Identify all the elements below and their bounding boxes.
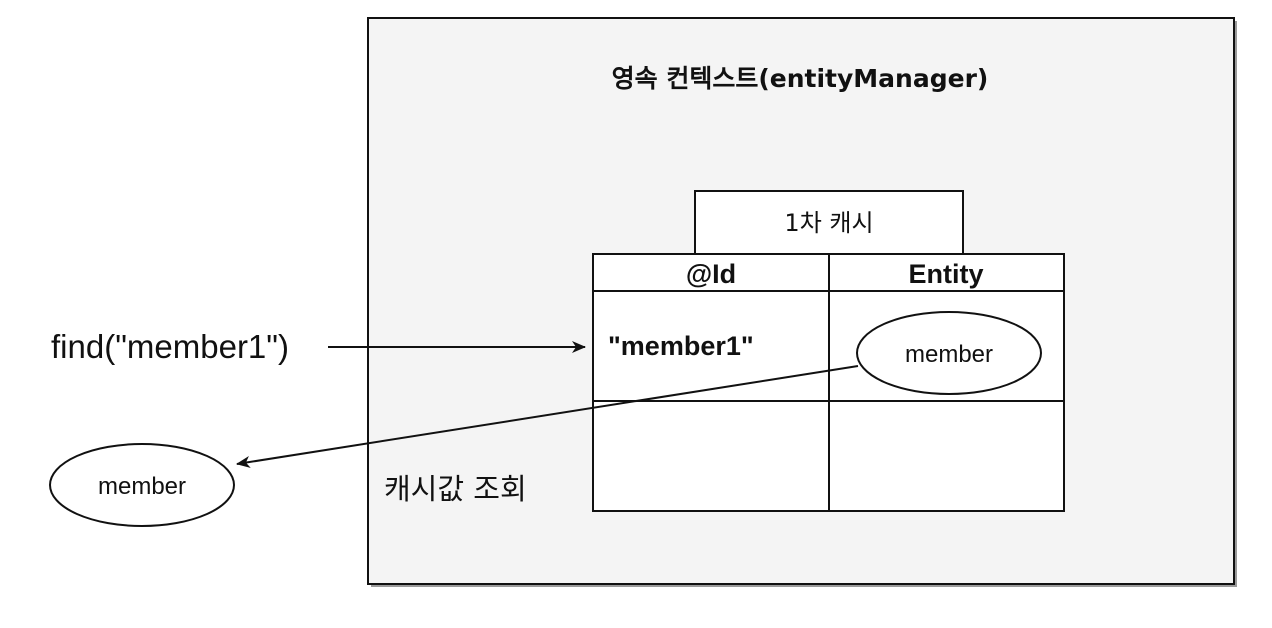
table-cell-id: "member1" bbox=[608, 331, 754, 361]
return-arrow bbox=[236, 365, 859, 468]
cache-lookup-caption: 캐시값 조회 bbox=[384, 472, 527, 506]
table-header-id: @Id bbox=[686, 259, 736, 289]
cache-label: 1차 캐시 bbox=[784, 209, 873, 237]
returned-entity-label: member bbox=[98, 473, 186, 500]
table-row: "member1" member bbox=[608, 311, 1042, 395]
cached-entity-ellipse bbox=[856, 311, 1042, 395]
persistence-context-title: 영속 컨텍스트(entityManager) bbox=[612, 64, 989, 93]
cache-label-tab bbox=[694, 190, 964, 256]
cache-table: @Id Entity "member1" member bbox=[592, 253, 1065, 512]
find-call-label: find("member1") bbox=[51, 328, 289, 365]
table-cell-entity: member bbox=[905, 341, 993, 368]
first-level-cache: 1차 캐시 @Id Entity "member1" member bbox=[592, 190, 1065, 512]
returned-entity-ellipse bbox=[49, 443, 235, 527]
returned-entity: member bbox=[49, 443, 235, 527]
table-header-entity: Entity bbox=[908, 259, 983, 289]
